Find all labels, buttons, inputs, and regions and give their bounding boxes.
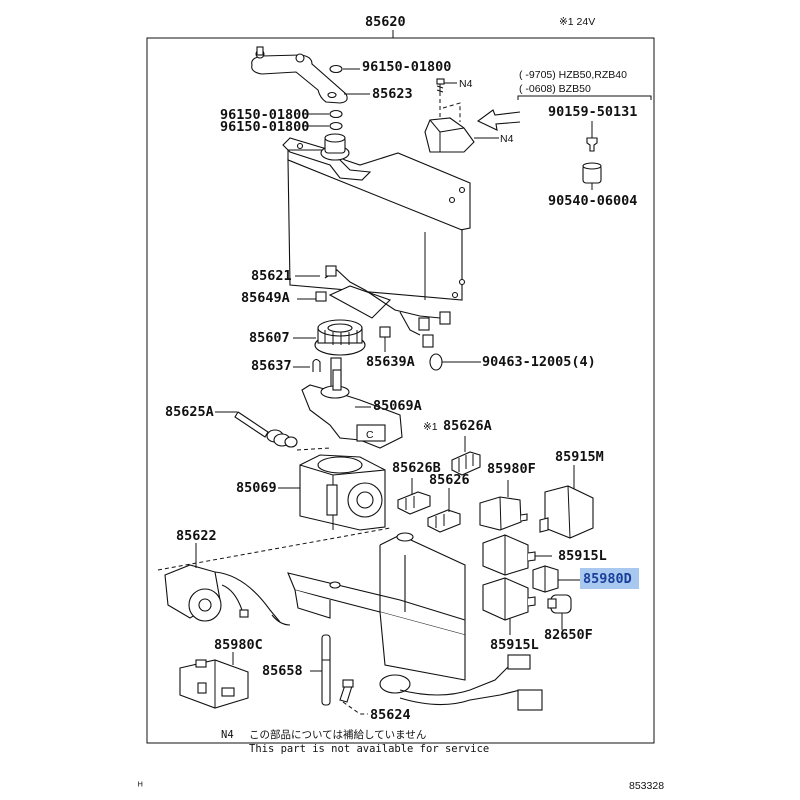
label-82650F[interactable]: 82650F xyxy=(544,627,593,643)
label-85915M[interactable]: 85915M xyxy=(555,449,604,465)
arrow-icon xyxy=(476,109,521,131)
label-85069[interactable]: 85069 xyxy=(236,480,277,496)
label-85623[interactable]: 85623 xyxy=(372,86,413,102)
worm-gear-icon xyxy=(234,411,298,448)
nut-85639A-icon xyxy=(379,326,391,338)
label-96150-01800-b[interactable]: 96150-01800 xyxy=(220,107,309,123)
label-n4-bolt[interactable]: N4 xyxy=(459,78,473,90)
label-96150-01800-c[interactable]: 96150-01800 xyxy=(220,119,309,135)
note-japanese: この部品については補給していません xyxy=(249,728,426,741)
connector-85626-icon xyxy=(427,509,461,533)
clamp-icon xyxy=(429,353,443,371)
catalog-number: 853328 xyxy=(629,780,664,792)
label-85980C[interactable]: 85980C xyxy=(214,637,263,653)
label-85649A[interactable]: 85649A xyxy=(241,290,290,306)
label-85625A[interactable]: 85625A xyxy=(165,404,214,420)
washer-icon xyxy=(329,121,343,131)
label-85626A[interactable]: 85626A xyxy=(443,418,492,434)
wiper-motor-85622-drawing xyxy=(164,564,291,626)
wire-harness-drawing xyxy=(379,654,543,711)
bolt-icon xyxy=(436,78,445,96)
label-90159-50131[interactable]: 90159-50131 xyxy=(548,104,637,120)
label-85620[interactable]: 85620 xyxy=(365,14,406,30)
relay-85980D-icon xyxy=(532,565,559,593)
relay-85915M-icon xyxy=(539,485,594,539)
relay-85915L-b-icon xyxy=(482,577,536,621)
label-85624[interactable]: 85624 xyxy=(370,707,411,723)
label-85621[interactable]: 85621 xyxy=(251,268,292,284)
label-85980D[interactable]: 85980D xyxy=(583,571,632,587)
bolt-85624-icon xyxy=(339,679,354,703)
relay-85915L-a-icon xyxy=(482,534,536,576)
label-85658[interactable]: 85658 xyxy=(262,663,303,679)
label-90540-06004[interactable]: 90540-06004 xyxy=(548,193,637,209)
link-arm-85623-drawing xyxy=(251,46,348,104)
label-85915L-b[interactable]: 85915L xyxy=(490,637,539,653)
label-85626[interactable]: 85626 xyxy=(429,472,470,488)
relay-85980F-icon xyxy=(479,496,528,531)
washer-icon xyxy=(329,64,343,74)
spacer-icon xyxy=(582,162,602,184)
timer-85980C-icon xyxy=(179,659,249,709)
label-90463-12005[interactable]: 90463-12005(4) xyxy=(482,354,596,370)
label-85626B[interactable]: 85626B xyxy=(392,460,441,476)
gearbox-85069-drawing xyxy=(299,454,386,531)
label-85915L-a[interactable]: 85915L xyxy=(558,548,607,564)
pin-icon xyxy=(312,358,321,372)
rod-85658-icon xyxy=(321,634,331,706)
label-85637[interactable]: 85637 xyxy=(251,358,292,374)
voltage-note: ※1 24V xyxy=(559,16,595,28)
wiper-housing-drawing xyxy=(282,133,471,301)
circuit-board-drawing xyxy=(324,265,451,348)
gear-cover-85069A-drawing: C xyxy=(301,369,403,449)
corner-mark: ᴴ xyxy=(138,780,143,792)
cover-cap-drawing xyxy=(424,117,475,153)
base-bracket-drawing xyxy=(157,527,466,681)
screw-icon xyxy=(586,137,598,152)
label-85622[interactable]: 85622 xyxy=(176,528,217,544)
connector-85626A-icon xyxy=(451,451,481,476)
applicability-line-1: ( -9705) HZB50,RZB40 xyxy=(519,69,627,81)
label-85626A-mark: ※1 xyxy=(423,421,438,433)
label-85639A[interactable]: 85639A xyxy=(366,354,415,370)
label-n4-cover[interactable]: N4 xyxy=(500,133,514,145)
label-85069A[interactable]: 85069A xyxy=(373,398,422,414)
note-english: This part is not available for service xyxy=(249,743,489,755)
note-code: N4 xyxy=(221,729,234,741)
washer-icon xyxy=(329,109,343,119)
flasher-82650F-icon xyxy=(547,594,572,614)
connector-85626B-icon xyxy=(397,491,431,515)
diagram-frame xyxy=(146,37,655,744)
label-85607[interactable]: 85607 xyxy=(249,330,290,346)
highlight-85980D xyxy=(580,568,639,589)
label-85980F[interactable]: 85980F xyxy=(487,461,536,477)
clip-85649A-icon xyxy=(315,291,327,302)
applicability-line-2: ( -0608) BZB50 xyxy=(519,83,591,95)
svg-text:C: C xyxy=(366,429,374,441)
gear-icon xyxy=(314,319,366,356)
label-96150-01800-a[interactable]: 96150-01800 xyxy=(362,59,451,75)
